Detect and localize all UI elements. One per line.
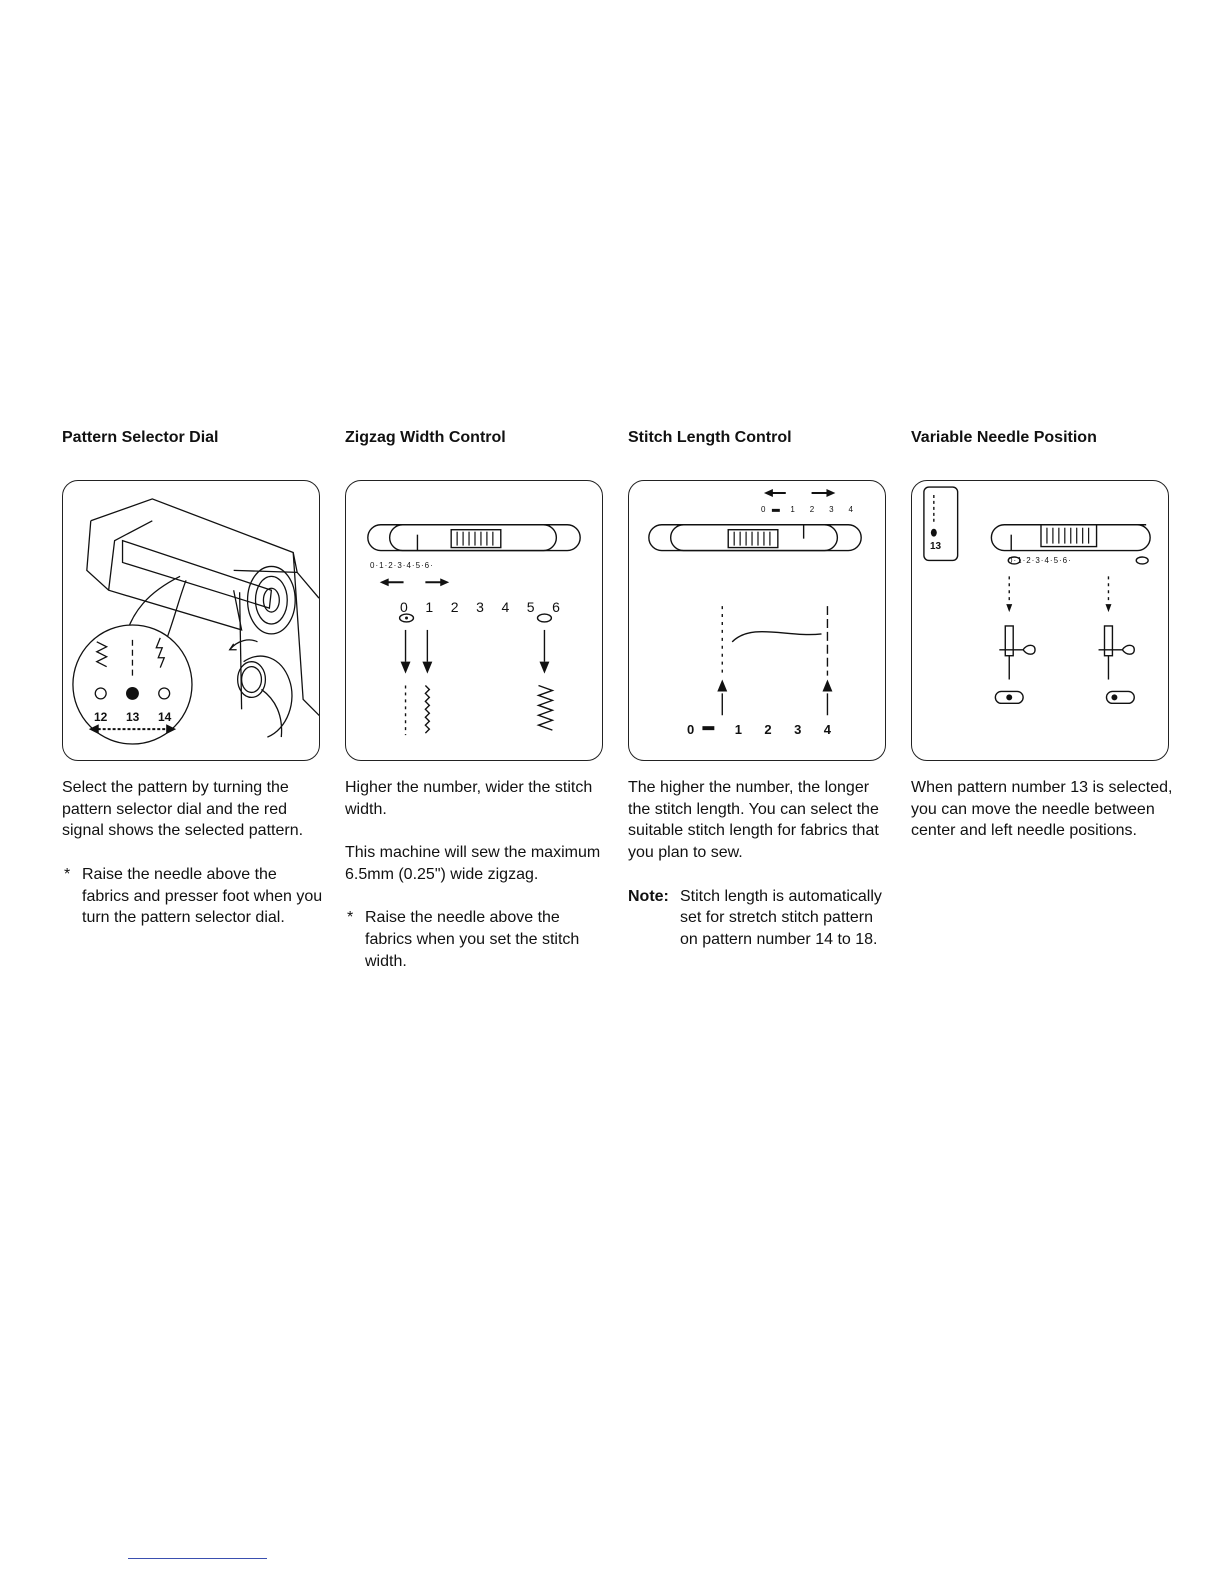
- bullet-mark: *: [347, 909, 354, 927]
- paragraph: When pattern number 13 is selected, you …: [911, 779, 1173, 840]
- length-small-tick-4: 4: [848, 505, 853, 514]
- bullet-text: Raise the needle above the fabrics and p…: [82, 865, 323, 927]
- note-text: Stitch length is automatically set for s…: [680, 887, 882, 948]
- note-label: Note:: [628, 887, 669, 905]
- width-scale-small: 0·1·2·3·4·5·6·: [370, 561, 434, 570]
- stitch-length-slider-icon: [648, 489, 862, 731]
- section-pattern-selector: Pattern Selector Dial: [62, 428, 324, 929]
- section-body: Higher the number, wider the stitch widt…: [345, 777, 607, 972]
- bullet-item: * Raise the needle above the fabrics and…: [62, 864, 324, 929]
- length-small-tick-1: 1: [790, 505, 795, 514]
- bullet-text: Raise the needle above the fabrics when …: [365, 909, 580, 970]
- paragraph: Higher the number, wider the stitch widt…: [345, 779, 593, 818]
- length-tick-1: 1: [734, 722, 742, 737]
- width-tick-4: 4: [501, 599, 510, 615]
- pattern-number-14: 14: [158, 710, 172, 724]
- paragraph: This machine will sew the maximum 6.5mm …: [345, 844, 601, 883]
- section-body: Select the pattern by turning the patter…: [62, 777, 324, 929]
- needle-position-icon: [923, 486, 1151, 705]
- bullet-mark: *: [64, 865, 71, 883]
- bullet-item: * Raise the needle above the fabrics whe…: [345, 907, 607, 972]
- section-stitch-length: Stitch Length Control: [628, 428, 890, 951]
- section-needle-position: Variable Needle Position: [911, 428, 1173, 864]
- pattern-selector-illustration: 12 13 14: [62, 480, 320, 761]
- section-title: Stitch Length Control: [628, 429, 792, 446]
- length-tick-2: 2: [764, 722, 772, 737]
- section-body: When pattern number 13 is selected, you …: [911, 777, 1173, 842]
- length-small-tick-3: 3: [829, 505, 834, 514]
- needle-position-diagram: 13 0·1·2·3·4·5·6·: [911, 480, 1169, 761]
- note: Note: Stitch length is automatically set…: [628, 886, 890, 951]
- position-scale-small: 0·1·2·3·4·5·6·: [1008, 556, 1072, 565]
- width-scale-large: 0 1 2 3 4 5 6: [400, 599, 560, 615]
- pattern-number-13: 13: [930, 541, 942, 552]
- length-scale-small: 0 1 2 3 4: [761, 505, 853, 514]
- paragraph: Select the pattern by turning the patter…: [62, 779, 304, 840]
- length-scale-large: 0 1 2 3 4: [687, 722, 831, 737]
- stitch-length-diagram: 0 1 2 3 4 0 1 2 3 4: [628, 480, 886, 761]
- width-tick-1: 1: [425, 599, 434, 615]
- width-tick-2: 2: [450, 599, 459, 615]
- zigzag-width-slider-icon: [367, 524, 581, 736]
- width-tick-0: 0: [400, 599, 408, 615]
- paragraph: The higher the number, the longer the st…: [628, 779, 879, 862]
- section-title: Variable Needle Position: [911, 429, 1097, 446]
- section-title: Zigzag Width Control: [345, 429, 506, 446]
- section-zigzag-width: Zigzag Width Control: [345, 428, 607, 972]
- pattern-number-13: 13: [126, 710, 140, 724]
- length-tick-0: 0: [687, 722, 695, 737]
- width-tick-3: 3: [476, 599, 484, 615]
- pattern-number-12: 12: [94, 710, 108, 724]
- width-tick-5: 5: [526, 599, 535, 615]
- sewing-machine-icon: [72, 498, 319, 745]
- zigzag-width-diagram: 0·1·2·3·4·5·6· 0 1 2 3 4 5 6: [345, 480, 603, 761]
- length-tick-4: 4: [823, 722, 831, 737]
- section-title: Pattern Selector Dial: [62, 429, 219, 446]
- section-body: The higher the number, the longer the st…: [628, 777, 890, 951]
- footer-rule: [128, 1558, 267, 1559]
- length-small-tick-2: 2: [809, 505, 815, 514]
- length-small-tick-0: 0: [761, 505, 766, 514]
- length-tick-3: 3: [794, 722, 802, 737]
- width-tick-6: 6: [552, 599, 560, 615]
